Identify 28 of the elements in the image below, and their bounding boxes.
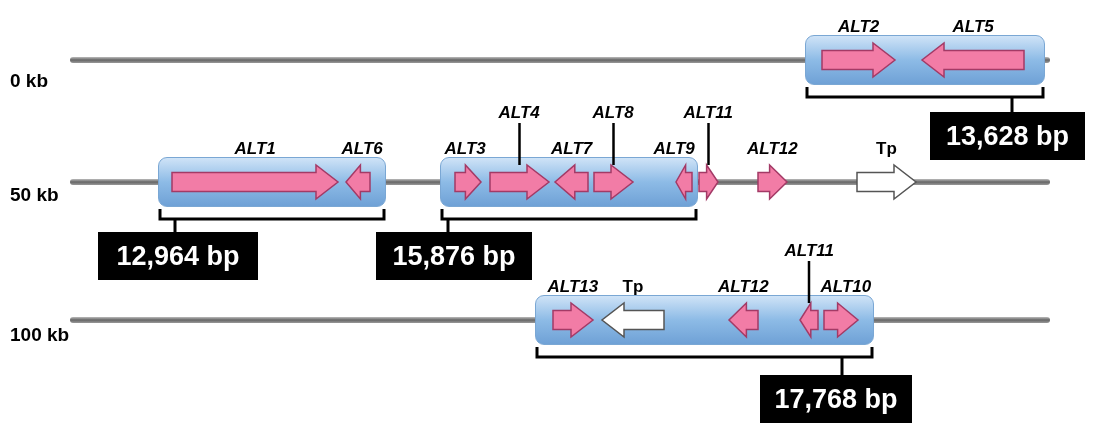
gene-label: ALT10 [820,277,872,297]
gene-label: ALT2 [838,17,880,37]
gene-label: ALT5 [952,17,994,37]
gene-label: Tp [876,139,897,159]
leader-line [707,123,710,165]
size-label: 12,964 bp [98,232,258,280]
gene-label: ALT9 [653,139,695,159]
gene-label: ALT3 [444,139,486,159]
size-label: 15,876 bp [376,232,532,280]
leader-line [612,123,615,165]
gene-label: ALT12 [747,139,798,159]
gene-label: ALT6 [341,139,383,159]
size-label: 17,768 bp [760,375,912,423]
size-label: 13,628 bp [930,112,1085,160]
gene-label: ALT11 [683,103,733,123]
scale-label: 50 kb [10,184,59,206]
scale-label: 0 kb [10,70,49,92]
gene-label: ALT4 [498,103,540,123]
gene-label: ALT11 [784,241,834,261]
gene-label: Tp [622,277,644,297]
leader-line [518,123,521,165]
leader-line [807,261,811,303]
gene-label: ALT8 [592,103,634,123]
gene-label: ALT7 [551,139,593,159]
gene-label: ALT12 [718,277,769,297]
scale-label: 100 kb [10,324,70,346]
gene-label: ALT13 [547,277,599,297]
gene-label: ALT1 [234,139,276,159]
